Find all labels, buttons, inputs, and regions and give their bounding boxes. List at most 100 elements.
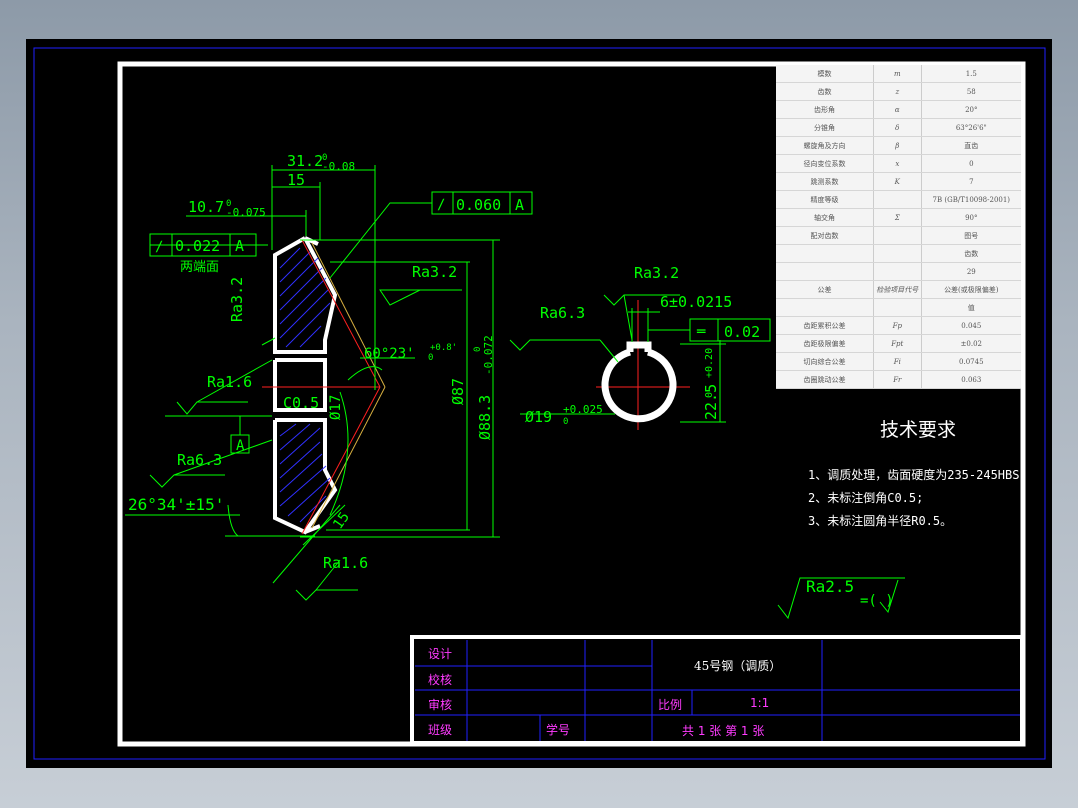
cone-angle-sup: +0.8' [430,343,457,353]
roughness-symbol-icon [879,579,899,614]
param-cell: Σ [873,208,922,227]
roughness-other-eq: =( ) [860,593,894,609]
param-cell [873,298,922,317]
svg-text:∕: ∕ [437,197,445,213]
cone-angle: 60°23' [364,346,415,362]
dim-phi17: Ø17 [328,395,344,420]
tb-class-label: 班级 [428,723,453,737]
param-cell: 分锥角 [776,118,874,137]
param-row: 29 [776,262,1021,281]
svg-text:∕: ∕ [155,239,163,255]
param-cell: 直齿 [921,136,1021,155]
both-end-faces-note: 两端面 [180,260,219,275]
param-cell: 7 [921,172,1021,191]
bore-diameter-sub: 0 [563,417,568,427]
param-cell: δ [873,118,922,137]
requirement-line-2: 2、未标注倒角C0.5; [808,491,924,505]
keyway-width: 6±0.0215 [660,293,732,311]
param-cell: 0 [921,154,1021,173]
param-cell [873,262,922,281]
tb-scale-label: 比例 [658,698,683,712]
param-cell: 切向综合公差 [776,352,874,371]
dim-10-7: 10.7 [188,198,224,216]
param-cell: Fr [873,370,922,389]
param-cell: 图号 [921,226,1021,245]
roughness-ra-3: Ra1.6 [207,373,252,391]
dim-phi87: Ø87 [449,378,467,405]
dimension-lines [125,165,905,620]
param-cell: Fi [873,352,922,371]
bore-diameter-sup: +0.025 [563,403,603,416]
param-cell: 轴交角 [776,208,874,227]
datum-a-label: A [236,438,245,454]
dim-15-bottom: 15 [330,509,353,532]
param-cell: Fp [873,316,922,335]
symmetry-tolerance: 0.02 [724,323,760,341]
param-cell: z [873,82,922,101]
param-cell [873,244,922,263]
param-cell [776,298,874,317]
dim-phi88: Ø88.3 [476,395,494,440]
runout-value-2: 0.022 [175,237,220,255]
chamfer-c05: C0.5 [283,394,319,412]
param-row: 公差检验项目代号公差(或极限偏差) [776,280,1021,299]
param-cell: ±0.02 [921,334,1021,353]
param-cell: 检验项目代号 [873,280,922,299]
roughness-ra-5: Ra1.6 [323,554,368,572]
roughness-ra-1: Ra3.2 [412,263,457,281]
requirement-line-1: 1、调质处理，齿面硬度为235-245HBS; [808,468,1027,482]
dim-angle-26: 26°34'±15' [128,495,224,514]
dim-phi88-sup: 0 [473,347,483,352]
dim-10-7-sup: 0 [226,199,231,209]
param-row: 值 [776,298,1021,317]
bore-diameter: Ø19 [525,408,552,426]
param-cell: 公差(或极限偏差) [921,280,1021,299]
section-hatch [279,247,331,523]
gear-section [273,236,338,535]
param-cell: 齿形角 [776,100,874,119]
param-cell [873,190,922,209]
param-row: 齿数 [776,244,1021,263]
param-cell: 1.5 [921,65,1021,83]
param-cell: 0.063 [921,370,1021,389]
dim-31-2-sup: 0 [322,153,327,163]
tb-material: 45号钢（调质） [694,659,782,673]
param-cell [776,244,874,263]
param-cell: 0.045 [921,316,1021,335]
tb-student-no-label: 学号 [546,723,571,737]
tb-check-label: 校核 [428,673,453,687]
runout-datum-2: A [235,237,244,255]
param-cell: Fpt [873,334,922,353]
param-cell: x [873,154,922,173]
keyway-depth: 22.5 [702,384,720,420]
param-row: 配对齿数图号 [776,226,1021,245]
param-cell: 20° [921,100,1021,119]
technical-requirements-title: 技术要求 [880,419,957,441]
roughness-ra-7: Ra3.2 [634,264,679,282]
center-lines [262,239,690,535]
param-cell: 0.0745 [921,352,1021,371]
outer-frame [33,47,1046,760]
param-cell: 齿距极限偏差 [776,334,874,353]
param-cell: 90° [921,208,1021,227]
dim-15-top: 15 [287,171,305,189]
param-cell: 29 [921,262,1021,281]
title-block-frame [410,635,1024,745]
param-cell [776,262,874,281]
cone-angle-sub: 0 [428,353,433,363]
param-cell: m [873,65,922,83]
dimension-texts: 31.2 0 -0.08 15 10.7 0 -0.075 ∕ 0.022 A … [128,152,894,609]
runout-value-1: 0.060 [456,196,501,214]
